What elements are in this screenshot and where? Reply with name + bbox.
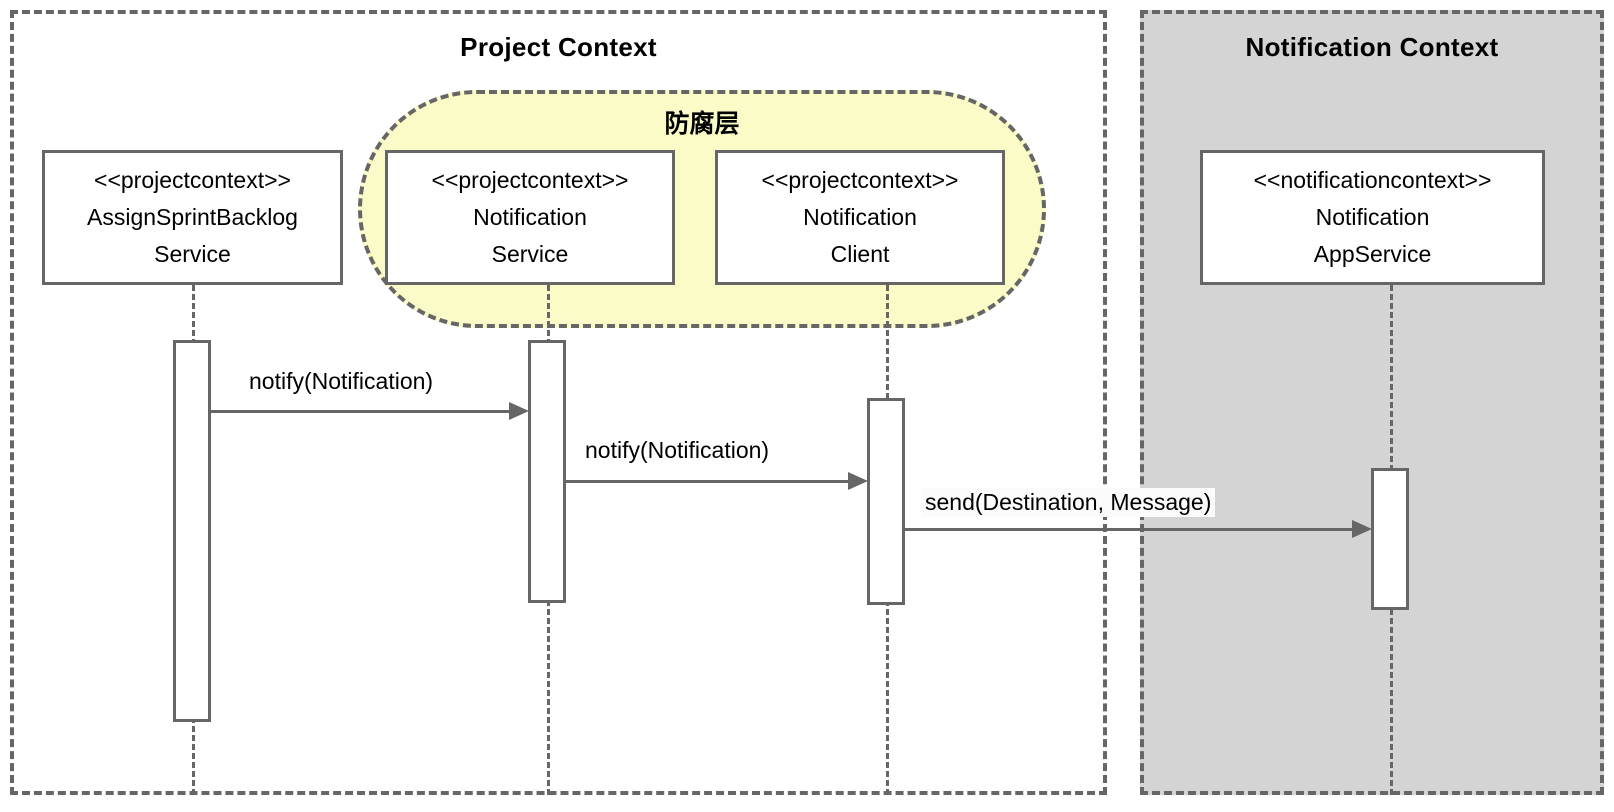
message-arrowhead-msg-2 xyxy=(848,472,868,490)
project-context-title: Project Context xyxy=(460,32,657,62)
participant-stereotype: <<notificationcontext>> xyxy=(1253,167,1492,194)
participant-name-line-1: Notification xyxy=(1315,204,1430,231)
message-label-msg-3: send(Destination, Message) xyxy=(921,488,1216,517)
participant-notification-app-service[interactable]: <<notificationcontext>> Notification App… xyxy=(1200,150,1545,285)
participant-name-line-1: AssignSprintBacklog xyxy=(87,204,298,231)
participant-stereotype: <<projectcontext>> xyxy=(761,167,959,194)
activation-notification-service xyxy=(528,340,566,603)
participant-assign-sprint-backlog-service[interactable]: <<projectcontext>> AssignSprintBacklog S… xyxy=(42,150,343,285)
message-line-msg-3 xyxy=(905,528,1354,531)
participant-name-line-2: AppService xyxy=(1313,240,1432,267)
message-label-msg-2: notify(Notification) xyxy=(585,437,770,463)
participant-name-line-2: Service xyxy=(154,240,231,267)
activation-notification-client xyxy=(867,398,905,605)
notification-context-title: Notification Context xyxy=(1245,32,1499,62)
participant-name-line-1: Notification xyxy=(473,204,587,231)
participant-notification-client[interactable]: <<projectcontext>> Notification Client xyxy=(715,150,1005,285)
message-arrowhead-msg-1 xyxy=(509,402,529,420)
activation-assign-sprint-backlog-service xyxy=(173,340,211,722)
participant-stereotype: <<projectcontext>> xyxy=(94,167,291,194)
participant-stereotype: <<projectcontext>> xyxy=(431,167,629,194)
notification-context-frame: Notification Context xyxy=(1140,10,1604,795)
message-line-msg-1 xyxy=(211,410,511,413)
participant-name-line-2: Client xyxy=(830,240,890,267)
anti-corruption-layer-label: 防腐层 xyxy=(664,110,740,138)
message-label-msg-1: notify(Notification) xyxy=(249,368,434,394)
participant-name-line-2: Service xyxy=(491,240,569,267)
activation-notification-app-service xyxy=(1371,468,1409,610)
participant-notification-service[interactable]: <<projectcontext>> Notification Service xyxy=(385,150,675,285)
participant-name-line-1: Notification xyxy=(803,204,917,231)
message-line-msg-2 xyxy=(566,480,850,483)
message-arrowhead-msg-3 xyxy=(1352,520,1372,538)
